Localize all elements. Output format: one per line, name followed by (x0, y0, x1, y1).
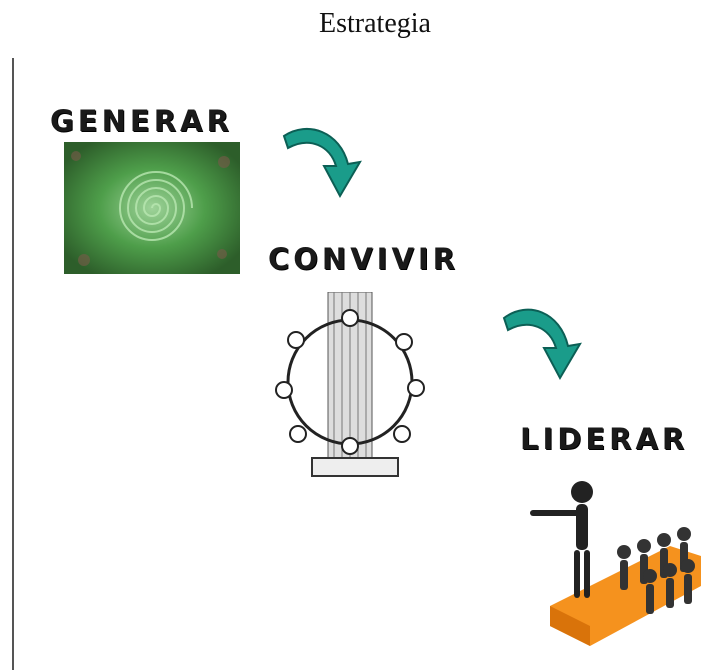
curved-arrow-2-icon (502, 308, 582, 381)
curved-arrow-1-icon (282, 127, 362, 199)
step-label-liderar: LIDERAR (520, 422, 689, 456)
step-label-convivir: CONVIVIR (268, 242, 460, 276)
spiral-plant-image (64, 142, 240, 274)
left-border-line (12, 58, 14, 670)
leader-followers-image (530, 481, 701, 646)
step-label-generar: GENERAR (50, 104, 233, 138)
people-circle-image (275, 292, 425, 477)
page-title: Estrategia (319, 8, 431, 39)
